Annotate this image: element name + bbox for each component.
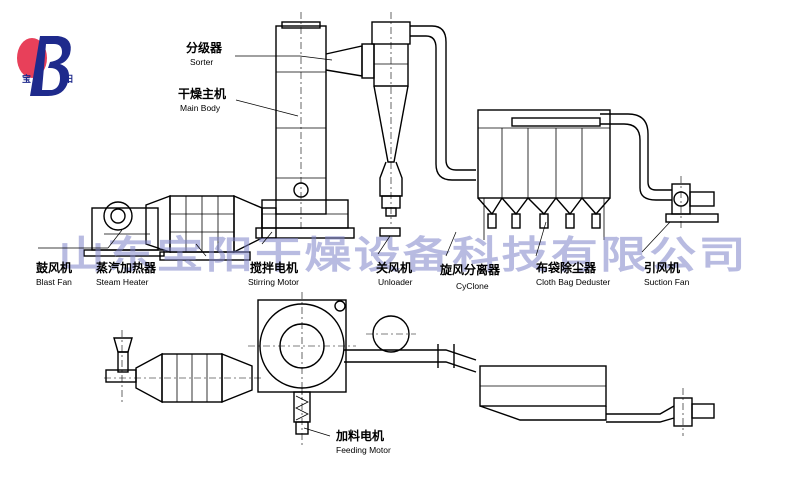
steam-heater	[145, 194, 277, 261]
blast-fan	[83, 201, 165, 257]
label-unloader: 关风机 Unloader	[376, 260, 413, 287]
logo-text-left: 宝	[22, 73, 31, 85]
plan-feeding-screw	[293, 388, 311, 446]
svg-text:Suction Fan: Suction Fan	[644, 277, 690, 287]
label-suction-fan: 引风机 Suction Fan	[644, 260, 690, 287]
logo-blue-b	[30, 36, 71, 96]
label-steam-heater: 蒸汽加热器 Steam Heater	[96, 260, 157, 287]
svg-text:Cloth Bag Deduster: Cloth Bag Deduster	[536, 277, 610, 287]
plan-cyclone	[366, 315, 416, 353]
label-feeding-motor: 加料电机 Feeding Motor	[335, 428, 391, 455]
svg-text:分级器: 分级器	[186, 40, 223, 55]
label-cyclone: 旋风分离器 CyClone	[439, 262, 501, 291]
svg-text:Unloader: Unloader	[378, 277, 413, 287]
svg-text:加料电机: 加料电机	[335, 428, 384, 443]
cyclone	[371, 12, 411, 237]
leader-lines	[38, 55, 671, 437]
plan-steam-heater	[104, 352, 262, 404]
logo-text-right: 阳	[64, 74, 73, 85]
label-main-body: 干燥主机 Main Body	[178, 86, 226, 113]
cloth-bag-deduster	[477, 109, 611, 240]
company-logo: 宝 阳	[17, 36, 73, 96]
blast-fan-base	[83, 249, 165, 257]
blast-fan-wheel	[103, 201, 133, 231]
label-sorter: 分级器 Sorter	[186, 40, 223, 67]
svg-text:Steam Heater: Steam Heater	[96, 277, 149, 287]
svg-text:Main Body: Main Body	[180, 103, 221, 113]
svg-text:干燥主机: 干燥主机	[178, 86, 226, 101]
plan-bag-deduster	[479, 365, 607, 421]
svg-text:旋风分离器: 旋风分离器	[439, 262, 501, 277]
label-cloth-bag-deduster: 布袋除尘器 Cloth Bag Deduster	[536, 260, 610, 287]
sorter-duct	[325, 43, 375, 79]
svg-text:关风机: 关风机	[376, 260, 412, 275]
drying-tower	[255, 12, 355, 239]
svg-text:引风机: 引风机	[644, 260, 680, 275]
plan-feeder-hopper	[105, 330, 137, 404]
blast-fan-hub	[110, 208, 126, 224]
svg-text:蒸汽加热器: 蒸汽加热器	[96, 260, 157, 275]
svg-text:CyClone: CyClone	[456, 281, 489, 291]
svg-text:搅拌电机: 搅拌电机	[250, 260, 298, 275]
svg-text:Sorter: Sorter	[190, 57, 213, 67]
plan-drying-tower	[248, 292, 356, 400]
plan-duct	[344, 344, 477, 373]
label-stirring-motor: 搅拌电机 Stirring Motor	[248, 260, 299, 287]
watermark-text: 山东宝阳干燥设备科技有限公司	[58, 233, 748, 277]
svg-text:Feeding Motor: Feeding Motor	[336, 445, 391, 455]
exhaust-duct	[600, 113, 672, 201]
svg-text:布袋除尘器: 布袋除尘器	[536, 260, 597, 275]
svg-text:鼓风机: 鼓风机	[36, 260, 72, 275]
suction-fan	[665, 176, 719, 230]
label-blast-fan: 鼓风机 Blast Fan	[36, 260, 72, 287]
svg-text:Stirring Motor: Stirring Motor	[248, 277, 299, 287]
plan-suction-fan	[606, 388, 715, 436]
connecting-duct	[410, 25, 476, 181]
svg-text:Blast Fan: Blast Fan	[36, 277, 72, 287]
